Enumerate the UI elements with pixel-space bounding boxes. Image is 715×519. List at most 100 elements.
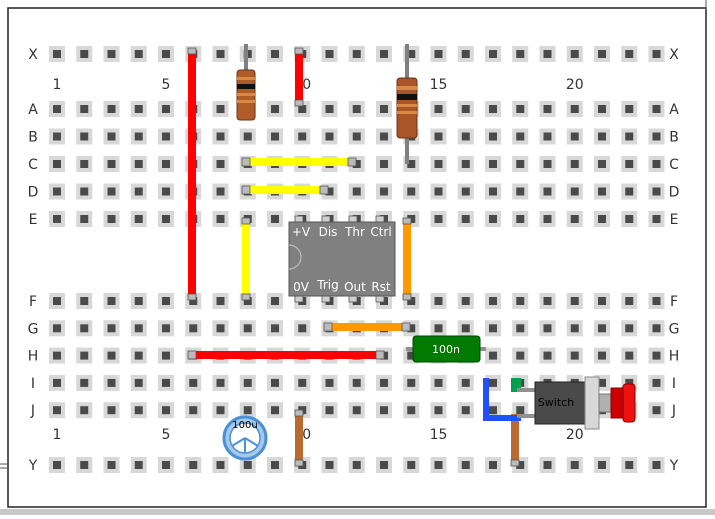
breadboard-hole[interactable]: [648, 46, 665, 62]
breadboard-hole[interactable]: [430, 211, 447, 227]
breadboard-hole[interactable]: [457, 183, 474, 200]
resistor-right[interactable]: [396, 44, 418, 164]
breadboard-hole[interactable]: [376, 156, 392, 172]
breadboard-hole[interactable]: [621, 46, 638, 62]
breadboard-hole[interactable]: [267, 101, 283, 117]
breadboard-hole[interactable]: [539, 101, 556, 117]
breadboard-hole[interactable]: [539, 211, 556, 227]
breadboard-hole[interactable]: [403, 402, 420, 419]
breadboard-hole[interactable]: [566, 156, 583, 172]
breadboard-hole[interactable]: [130, 293, 147, 309]
breadboard-hole[interactable]: [212, 101, 229, 117]
breadboard-hole[interactable]: [239, 457, 256, 473]
breadboard-hole[interactable]: [49, 457, 65, 473]
breadboard-hole[interactable]: [130, 183, 147, 200]
breadboard-hole[interactable]: [76, 101, 93, 117]
breadboard-hole[interactable]: [76, 457, 93, 473]
breadboard-hole[interactable]: [403, 457, 420, 473]
breadboard-hole[interactable]: [457, 46, 474, 62]
breadboard-hole[interactable]: [49, 128, 65, 145]
breadboard-hole[interactable]: [130, 347, 147, 364]
breadboard-hole[interactable]: [212, 293, 229, 309]
breadboard-hole[interactable]: [430, 402, 447, 419]
breadboard-hole[interactable]: [430, 101, 447, 117]
breadboard-hole[interactable]: [621, 128, 638, 145]
breadboard-hole[interactable]: [348, 101, 365, 117]
chip-555[interactable]: +V Dis Thr Ctrl 0V Trig Out Rst: [288, 215, 396, 303]
breadboard-hole[interactable]: [376, 101, 392, 117]
breadboard-hole[interactable]: [539, 128, 556, 145]
breadboard-hole[interactable]: [158, 156, 174, 172]
breadboard-hole[interactable]: [512, 46, 529, 62]
breadboard-hole[interactable]: [376, 183, 392, 200]
breadboard-hole[interactable]: [267, 211, 283, 227]
breadboard-hole[interactable]: [648, 183, 665, 200]
capacitor-100u[interactable]: 100u: [222, 415, 268, 461]
breadboard-hole[interactable]: [76, 347, 93, 364]
breadboard-hole[interactable]: [648, 211, 665, 227]
breadboard-hole[interactable]: [648, 128, 665, 145]
breadboard-hole[interactable]: [130, 128, 147, 145]
breadboard-hole[interactable]: [485, 457, 501, 473]
breadboard-hole[interactable]: [621, 183, 638, 200]
breadboard-hole[interactable]: [485, 211, 501, 227]
breadboard-hole[interactable]: [76, 374, 93, 391]
breadboard-hole[interactable]: [212, 320, 229, 337]
breadboard-hole[interactable]: [566, 320, 583, 337]
breadboard-hole[interactable]: [158, 457, 174, 473]
breadboard-hole[interactable]: [376, 46, 392, 62]
breadboard-hole[interactable]: [267, 320, 283, 337]
breadboard-hole[interactable]: [103, 374, 120, 391]
breadboard-hole[interactable]: [403, 183, 420, 200]
breadboard-hole[interactable]: [130, 46, 147, 62]
breadboard-hole[interactable]: [212, 211, 229, 227]
breadboard-hole[interactable]: [430, 374, 447, 391]
breadboard-hole[interactable]: [76, 402, 93, 419]
wire-yellow-c[interactable]: [248, 158, 352, 166]
breadboard-hole[interactable]: [267, 374, 283, 391]
breadboard-hole[interactable]: [512, 156, 529, 172]
breadboard-hole[interactable]: [621, 347, 638, 364]
breadboard-hole[interactable]: [103, 46, 120, 62]
breadboard-hole[interactable]: [130, 402, 147, 419]
breadboard-hole[interactable]: [430, 457, 447, 473]
breadboard-hole[interactable]: [594, 183, 610, 200]
breadboard-hole[interactable]: [648, 320, 665, 337]
wire-orange-horizontal[interactable]: [328, 323, 406, 331]
breadboard-hole[interactable]: [594, 156, 610, 172]
breadboard-hole[interactable]: [49, 211, 65, 227]
breadboard-hole[interactable]: [49, 320, 65, 337]
breadboard-hole[interactable]: [348, 402, 365, 419]
breadboard-hole[interactable]: [212, 402, 229, 419]
breadboard-hole[interactable]: [267, 293, 283, 309]
breadboard-hole[interactable]: [212, 183, 229, 200]
breadboard-hole[interactable]: [158, 101, 174, 117]
wire-orange-vertical[interactable]: [403, 222, 411, 298]
breadboard-hole[interactable]: [457, 156, 474, 172]
breadboard-hole[interactable]: [621, 293, 638, 309]
resistor-left[interactable]: [236, 44, 256, 121]
breadboard-hole[interactable]: [457, 374, 474, 391]
breadboard-hole[interactable]: [566, 46, 583, 62]
breadboard-hole[interactable]: [294, 374, 311, 391]
breadboard-hole[interactable]: [103, 156, 120, 172]
wire-yellow-d[interactable]: [248, 186, 324, 194]
breadboard-hole[interactable]: [566, 128, 583, 145]
breadboard-hole[interactable]: [566, 101, 583, 117]
breadboard-hole[interactable]: [485, 320, 501, 337]
breadboard-hole[interactable]: [158, 211, 174, 227]
breadboard-hole[interactable]: [594, 347, 610, 364]
breadboard-hole[interactable]: [267, 402, 283, 419]
breadboard-hole[interactable]: [103, 402, 120, 419]
breadboard-hole[interactable]: [103, 347, 120, 364]
breadboard-hole[interactable]: [267, 457, 283, 473]
breadboard-hole[interactable]: [76, 293, 93, 309]
breadboard-hole[interactable]: [621, 320, 638, 337]
breadboard-hole[interactable]: [321, 402, 338, 419]
breadboard-hole[interactable]: [485, 183, 501, 200]
breadboard-hole[interactable]: [76, 211, 93, 227]
breadboard-hole[interactable]: [158, 46, 174, 62]
breadboard-hole[interactable]: [648, 101, 665, 117]
breadboard-hole[interactable]: [239, 128, 256, 145]
breadboard-hole[interactable]: [457, 128, 474, 145]
